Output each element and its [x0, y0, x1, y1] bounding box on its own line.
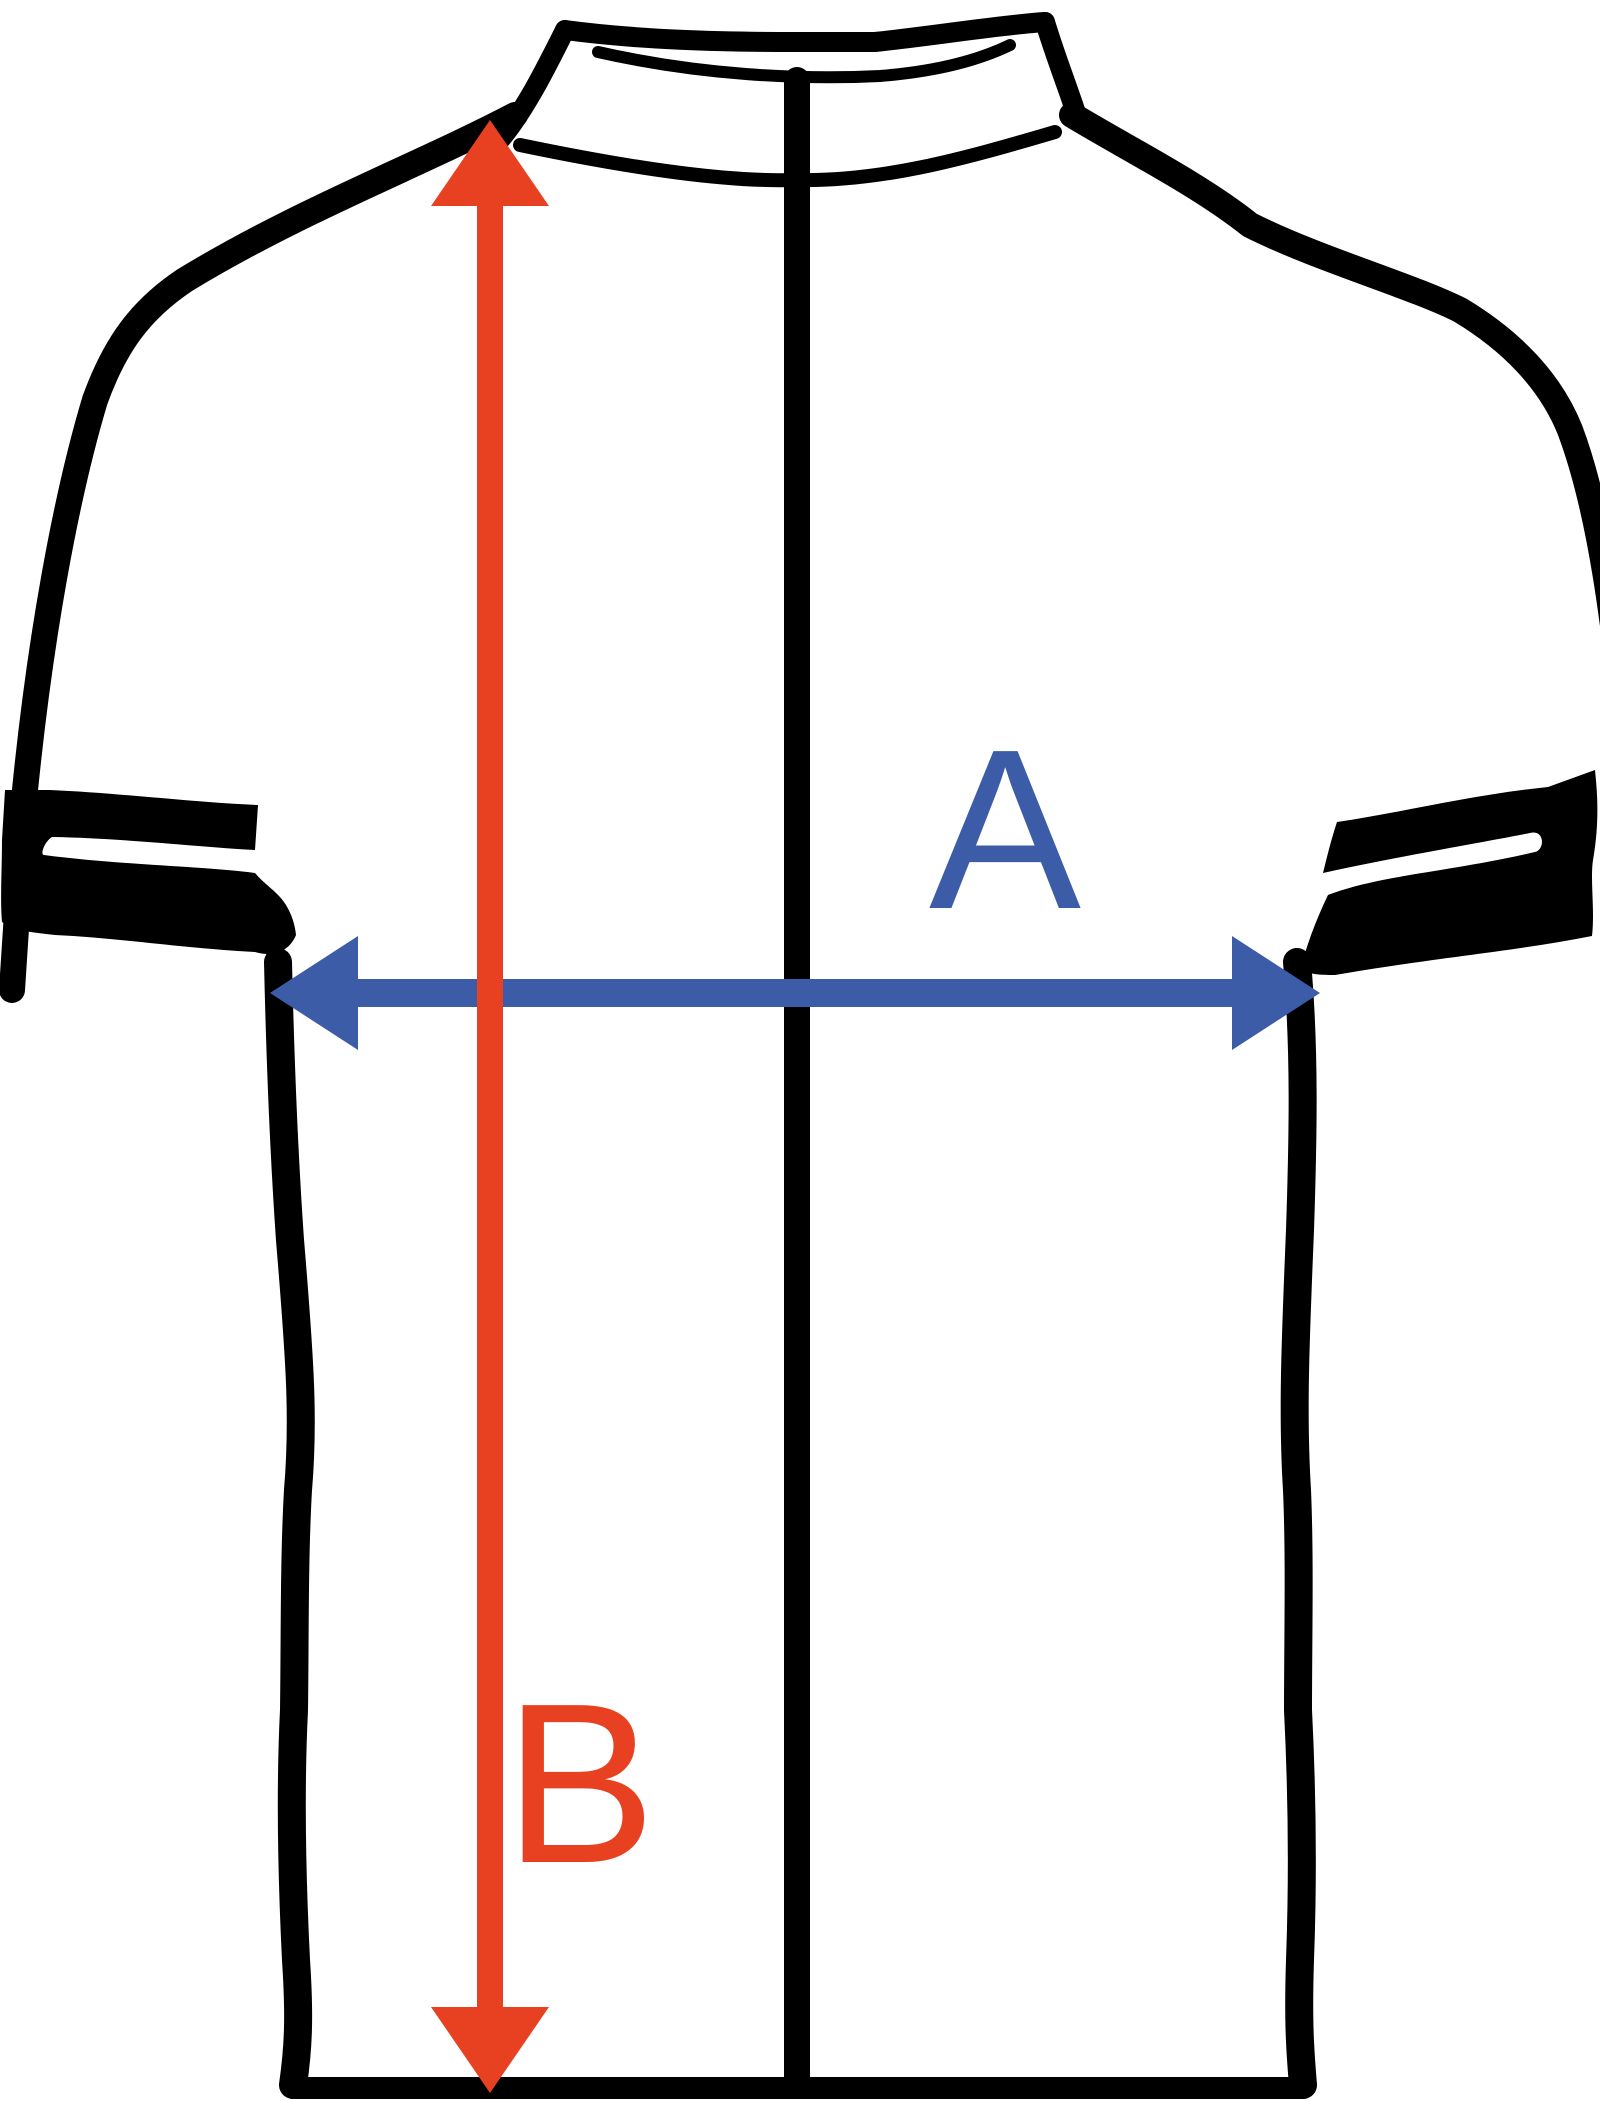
length-arrow-b: [431, 120, 549, 2093]
right-sleeve-cuff: [1298, 770, 1598, 980]
collar: [490, 12, 1085, 188]
width-arrow-right-head: [1232, 936, 1320, 1050]
left-sleeve: [0, 102, 528, 1003]
label-b: B: [504, 1657, 656, 1911]
label-a: A: [929, 703, 1081, 957]
left-sleeve-cuff: [1, 790, 296, 955]
right-sleeve: [1059, 102, 1600, 980]
length-arrow-bottom-head: [431, 2007, 549, 2093]
width-arrow-left-head: [270, 936, 358, 1050]
length-arrow-top-head: [431, 120, 549, 206]
